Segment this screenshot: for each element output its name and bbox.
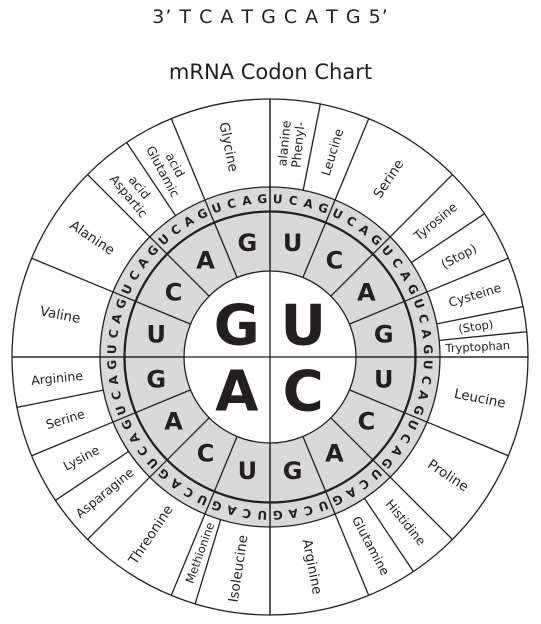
third-base-label: U bbox=[257, 508, 267, 522]
third-base-label: A bbox=[225, 502, 238, 518]
third-base-label: C bbox=[109, 389, 125, 401]
third-base-label: G bbox=[210, 498, 224, 515]
amino-acid-divider bbox=[31, 257, 114, 293]
third-base-label: C bbox=[226, 196, 238, 212]
amino-acid-divider bbox=[16, 389, 104, 408]
second-base-label: G bbox=[283, 457, 303, 485]
amino-acid-label: alanine bbox=[274, 120, 293, 167]
third-base-label: U bbox=[210, 200, 224, 216]
third-base-label: U bbox=[316, 498, 330, 514]
third-base-label: C bbox=[106, 328, 121, 339]
amino-acid-divider bbox=[87, 476, 151, 540]
amino-acid-label: Tryptophan bbox=[444, 338, 510, 355]
third-base-label: U bbox=[113, 403, 129, 417]
second-base-label: A bbox=[164, 407, 183, 435]
amino-acid-divider bbox=[363, 497, 414, 572]
amino-acid-label: Phenyl- bbox=[288, 121, 307, 169]
amino-acid-divider bbox=[55, 450, 130, 501]
amino-acid-divider bbox=[170, 513, 206, 596]
third-base-label: U bbox=[411, 297, 427, 311]
second-base-label: C bbox=[326, 247, 344, 275]
dna-strand-sequence: 3’ T C A T G C A T G 5’ bbox=[152, 6, 389, 28]
second-base-divider bbox=[149, 417, 210, 478]
third-base-label: G bbox=[421, 344, 435, 355]
second-base-label: A bbox=[357, 279, 376, 307]
second-base-label: G bbox=[146, 366, 166, 394]
second-base-label: C bbox=[197, 439, 215, 467]
amino-acid-divider bbox=[436, 306, 524, 325]
amino-acid-divider bbox=[302, 103, 321, 191]
amino-acid-divider bbox=[410, 213, 485, 264]
second-base-divider bbox=[149, 236, 210, 297]
second-base-label: C bbox=[358, 407, 376, 435]
third-base-label: C bbox=[302, 502, 314, 518]
second-base-divider bbox=[330, 417, 391, 478]
first-base-label: G bbox=[214, 293, 260, 358]
second-base-divider bbox=[112, 291, 191, 325]
third-base-label: A bbox=[241, 193, 253, 208]
third-base-label: C bbox=[241, 506, 252, 521]
first-base-label: A bbox=[215, 360, 259, 425]
amino-acid-divider bbox=[389, 174, 453, 238]
amino-acid-label: Valine bbox=[39, 303, 82, 327]
third-base-label: A bbox=[109, 312, 125, 325]
third-base-label: G bbox=[316, 200, 330, 217]
second-base-divider bbox=[204, 436, 238, 515]
amino-acid-divider bbox=[426, 257, 509, 293]
third-base-label: A bbox=[419, 328, 434, 340]
third-base-label: A bbox=[106, 374, 121, 386]
second-base-label: U bbox=[238, 457, 258, 485]
third-base-label: G bbox=[105, 359, 119, 370]
second-base-label: G bbox=[238, 229, 258, 257]
third-base-label: U bbox=[273, 192, 283, 206]
third-base-label: C bbox=[419, 375, 434, 386]
third-base-label: G bbox=[113, 297, 130, 311]
amino-acid-label: Arginine bbox=[30, 368, 83, 388]
amino-acid-divider bbox=[87, 174, 151, 238]
third-base-label: U bbox=[105, 344, 119, 354]
amino-acid-divider bbox=[194, 519, 222, 605]
third-base-label: A bbox=[287, 506, 299, 521]
second-base-divider bbox=[204, 199, 238, 278]
second-base-label: U bbox=[374, 366, 394, 394]
second-base-divider bbox=[330, 236, 391, 297]
amino-acid-divider bbox=[126, 142, 177, 217]
second-base-divider bbox=[112, 389, 191, 423]
second-base-divider bbox=[302, 199, 336, 278]
second-base-divider bbox=[349, 389, 428, 423]
first-base-label: C bbox=[283, 360, 324, 425]
amino-acid-divider bbox=[426, 421, 509, 457]
third-base-label: U bbox=[421, 360, 435, 370]
amino-acid-divider bbox=[334, 513, 370, 596]
second-base-label: G bbox=[374, 320, 394, 348]
amino-acid-divider bbox=[31, 421, 114, 457]
second-base-label: U bbox=[146, 320, 166, 348]
second-base-label: A bbox=[325, 439, 344, 467]
chart-title: mRNA Codon Chart bbox=[168, 60, 373, 84]
second-base-label: A bbox=[196, 247, 215, 275]
amino-acid-divider bbox=[334, 118, 370, 201]
amino-acid-divider bbox=[439, 331, 527, 341]
second-base-label: C bbox=[165, 279, 183, 307]
third-base-label: A bbox=[415, 389, 431, 402]
third-base-label: A bbox=[302, 196, 315, 212]
second-base-label: U bbox=[283, 229, 303, 257]
first-base-label: U bbox=[280, 293, 325, 358]
third-base-label: C bbox=[415, 313, 431, 325]
third-base-label: G bbox=[272, 508, 283, 522]
second-base-divider bbox=[349, 291, 428, 325]
third-base-label: G bbox=[257, 192, 268, 206]
second-base-divider bbox=[302, 436, 336, 515]
third-base-label: G bbox=[411, 403, 428, 417]
third-base-label: C bbox=[288, 193, 299, 208]
amino-acid-divider bbox=[389, 476, 453, 540]
amino-acid-label: (Stop) bbox=[457, 317, 494, 336]
amino-acid-divider bbox=[170, 118, 206, 201]
